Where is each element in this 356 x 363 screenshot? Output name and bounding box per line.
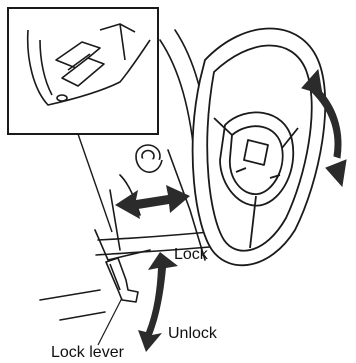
- inset-leader-line: [78, 134, 112, 232]
- inset-detail-box: [8, 8, 158, 134]
- lock-label: Lock: [174, 247, 208, 263]
- ignition-knob: [136, 145, 162, 172]
- unlock-label: Unlock: [168, 326, 217, 342]
- lock-lever-label: Lock lever: [51, 345, 124, 361]
- lock-lever-leader-line: [98, 298, 122, 345]
- telescopic-arrow-icon: [115, 185, 190, 219]
- steering-wheel: [193, 29, 326, 266]
- lock-lever: [106, 258, 138, 302]
